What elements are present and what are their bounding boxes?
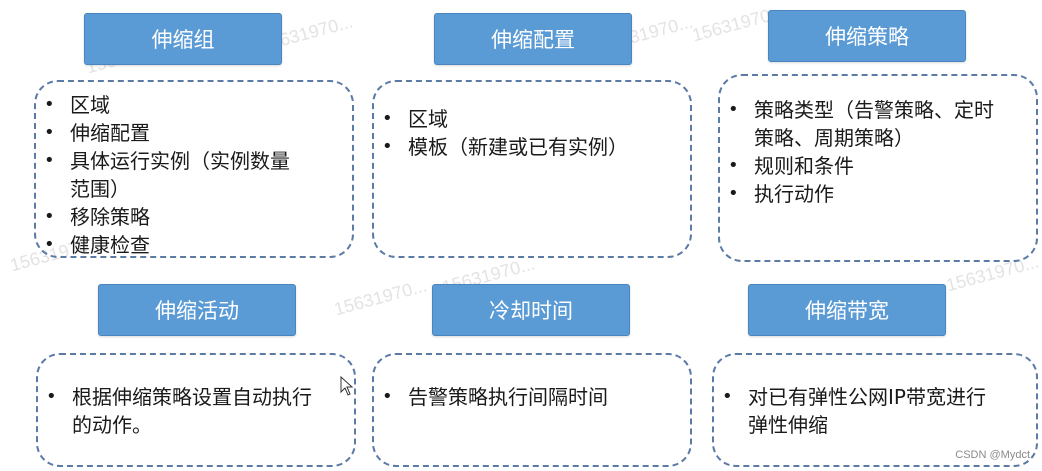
panel-title-scaling-group: 伸缩组 <box>84 13 282 65</box>
panel-content-scaling-policy: 策略类型（告警策略、定时策略、周期策略） 规则和条件 执行动作 <box>718 74 1038 262</box>
mouse-cursor-icon <box>340 376 354 396</box>
list-item: 移除策略 <box>36 203 352 231</box>
list-item: 策略类型（告警策略、定时策略、周期策略） <box>720 96 1008 152</box>
credit-label: CSDN @Mydct <box>955 449 1030 461</box>
list-item: 具体运行实例（实例数量范围） <box>36 147 306 203</box>
panel-content-scaling-bandwidth: 对已有弹性公网IP带宽进行弹性伸缩 <box>712 353 1038 467</box>
list-item: 模板（新建或已有实例） <box>374 133 690 161</box>
list-item: 执行动作 <box>720 180 1036 208</box>
panel-content-scaling-config: 区域 模板（新建或已有实例） <box>372 80 692 258</box>
panel-content-scaling-group: 区域 伸缩配置 具体运行实例（实例数量范围） 移除策略 健康检查 <box>34 80 354 259</box>
panel-content-scaling-activity: 根据伸缩策略设置自动执行的动作。 <box>36 353 356 467</box>
list-item: 告警策略执行间隔时间 <box>374 383 690 411</box>
list-item: 对已有弹性公网IP带宽进行弹性伸缩 <box>714 383 1002 439</box>
panel-title-scaling-config: 伸缩配置 <box>434 13 632 65</box>
watermark-text: 15631970... <box>332 275 430 320</box>
list-item: 根据伸缩策略设置自动执行的动作。 <box>38 383 312 439</box>
panel-title-scaling-policy: 伸缩策略 <box>768 10 966 62</box>
panel-title-scaling-activity: 伸缩活动 <box>98 284 296 336</box>
panel-title-scaling-bandwidth: 伸缩带宽 <box>748 284 946 336</box>
panel-content-cooldown: 告警策略执行间隔时间 <box>372 353 692 467</box>
list-item: 区域 <box>36 91 352 119</box>
list-item: 伸缩配置 <box>36 119 352 147</box>
panel-title-cooldown: 冷却时间 <box>432 284 630 336</box>
list-item: 规则和条件 <box>720 152 1036 180</box>
list-item: 区域 <box>374 105 690 133</box>
list-item: 健康检查 <box>36 231 352 259</box>
